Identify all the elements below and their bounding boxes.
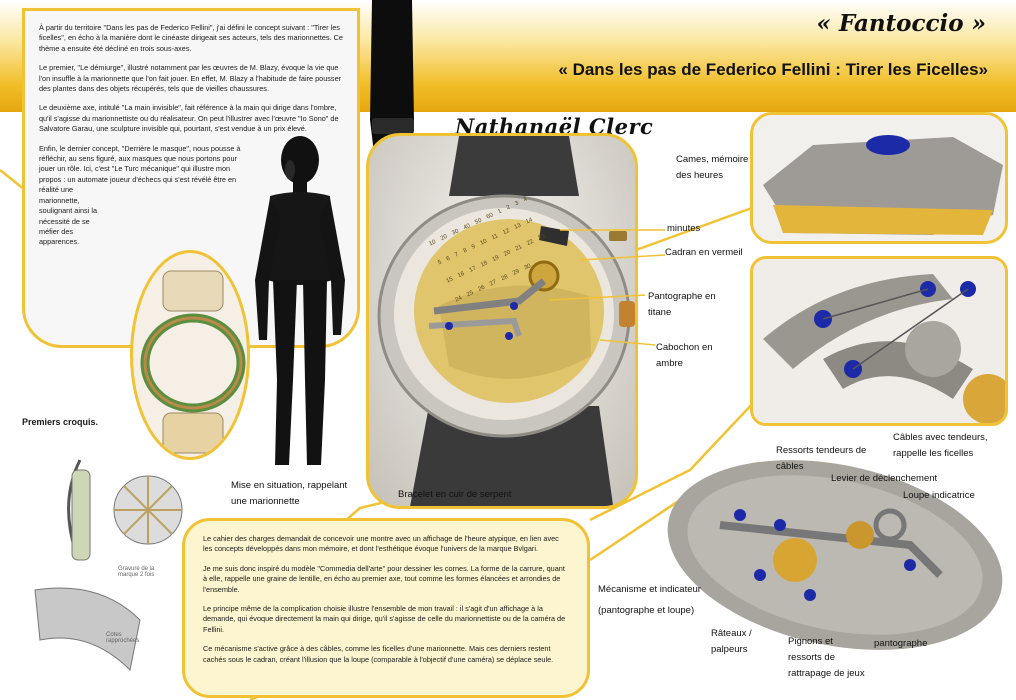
dial-number: 7 bbox=[453, 251, 460, 259]
page-subtitle: « Dans les pas de Federico Fellini : Tir… bbox=[558, 60, 988, 79]
dial-number: 20 bbox=[439, 233, 449, 243]
dial-number: 9 bbox=[470, 243, 477, 251]
intro-paragraph: Le premier, "Le démiurge", illustré nota… bbox=[39, 63, 342, 94]
dial-number: 40 bbox=[462, 223, 472, 232]
brief-paragraph: Je me suis donc inspiré du modèle "Comme… bbox=[203, 563, 565, 594]
cadran-caption: Cadran en vermeil bbox=[665, 247, 743, 258]
mecanisme-caption: Mécanisme et indicateur (pantographe et … bbox=[598, 584, 701, 616]
dial-number: 19 bbox=[491, 254, 501, 264]
brief-paragraph: Ce mécanisme s'active grâce à des câbles… bbox=[203, 644, 554, 664]
dial-number: 22 bbox=[526, 238, 535, 248]
dial-number: 21 bbox=[514, 244, 524, 253]
brief-paragraph: Le cahier des charges demandait de conce… bbox=[203, 534, 559, 554]
mannequin-caption: Mise en situation, rappelant une marionn… bbox=[231, 480, 348, 507]
intro-paragraph: Le deuxième axe, intitulé "La main invis… bbox=[39, 103, 339, 134]
cames-drawing bbox=[753, 115, 1005, 241]
dial-number: 60 bbox=[485, 212, 495, 221]
brief-text-box: Le cahier des charges demandait de conce… bbox=[182, 518, 590, 698]
dial-number: 27 bbox=[488, 278, 498, 288]
cames-photo bbox=[750, 112, 1008, 244]
pantographe-caption: pantographe bbox=[874, 638, 928, 649]
rateaux-caption: Râteaux / palpeurs bbox=[711, 628, 752, 655]
dial-number: 30 bbox=[523, 262, 532, 271]
sketch-note: Gravure de la marque 2 fois bbox=[118, 566, 155, 578]
dial-number: 26 bbox=[477, 284, 486, 293]
dial-number: 2 bbox=[505, 204, 512, 212]
brief-paragraph: Le principe même de la complication choi… bbox=[203, 604, 566, 634]
arm-photo bbox=[370, 0, 414, 170]
dial-number: 25 bbox=[465, 289, 475, 298]
levier-caption: Levier de déclenchement bbox=[831, 473, 938, 484]
dial-number: 10 bbox=[479, 238, 488, 247]
dial-number: 11 bbox=[490, 232, 499, 241]
sketches-label: Premiers croquis. bbox=[22, 417, 99, 427]
dial-number: 13 bbox=[513, 222, 522, 231]
mechanism-photo bbox=[667, 460, 1003, 650]
dial-number: 14 bbox=[524, 216, 534, 226]
cames-caption: Cames, mémoire des heures bbox=[676, 154, 749, 181]
dial-number: 1 bbox=[497, 208, 503, 216]
intro-paragraph: Enfin, le dernier concept, "Derrière le … bbox=[39, 143, 241, 184]
sketch-note: Cotes rapprochées bbox=[106, 632, 140, 644]
mannequin-figure bbox=[255, 136, 345, 465]
dial-number: 20 bbox=[503, 249, 512, 258]
dial-number: 29 bbox=[511, 268, 521, 277]
strap-caption: Bracelet en cuir de serpent bbox=[398, 489, 512, 500]
dial-number: 28 bbox=[500, 273, 509, 282]
cables-photo bbox=[750, 256, 1008, 426]
dial-number: 30 bbox=[451, 228, 460, 237]
dial-number: 16 bbox=[457, 270, 466, 280]
ring-sketch bbox=[130, 250, 250, 460]
pignons-caption: Pignons et ressorts de rattrapage de jeu… bbox=[788, 636, 865, 679]
ring-sketch-drawing bbox=[140, 270, 246, 454]
pantographe-titane-caption: Pantographe en titane bbox=[648, 291, 716, 318]
dial-number: 3 bbox=[514, 200, 520, 208]
cables-drawing bbox=[753, 259, 1005, 423]
cabochon-caption: Cabochon en ambre bbox=[656, 342, 713, 369]
dial-number: 17 bbox=[468, 265, 478, 274]
sketches-drawing bbox=[34, 459, 183, 672]
dial-number: 12 bbox=[501, 227, 511, 236]
watch-callout-lines bbox=[549, 229, 666, 346]
dial-number: 50 bbox=[474, 217, 483, 226]
intro-paragraph: réalité une marionnette, soulignant ains… bbox=[39, 185, 98, 247]
cables-caption: Câbles avec tendeurs, rappelle les ficel… bbox=[893, 432, 988, 459]
dial-number: 6 bbox=[445, 255, 451, 263]
watch-drawing bbox=[377, 136, 635, 506]
watch-render bbox=[366, 133, 638, 509]
ressorts-caption: Ressorts tendeurs de câbles bbox=[776, 445, 867, 472]
dial-number: 18 bbox=[480, 260, 489, 269]
loupe-caption: Loupe indicatrice bbox=[903, 490, 975, 501]
dial-number: 8 bbox=[462, 247, 468, 255]
intro-paragraph: À partir du territoire "Dans les pas de … bbox=[39, 23, 343, 53]
minutes-caption: minutes bbox=[667, 223, 701, 234]
page-title: « Fantoccio » bbox=[816, 10, 986, 37]
